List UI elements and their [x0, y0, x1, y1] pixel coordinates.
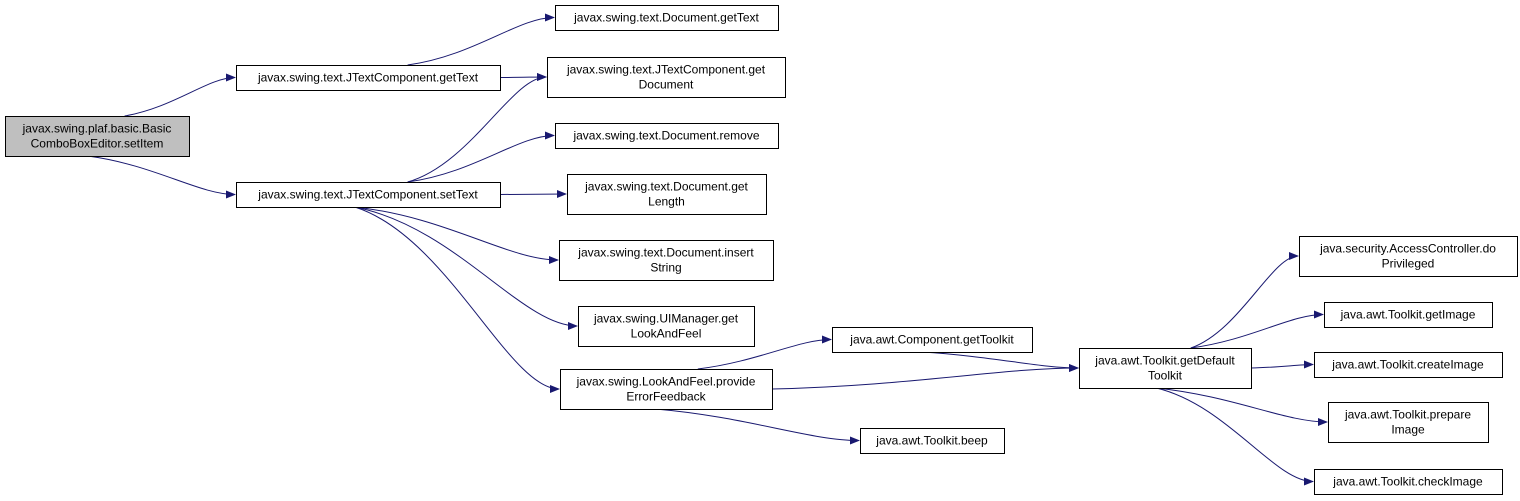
edge-jtc-settext-to-doc-getlength	[499, 190, 567, 199]
edge-jtc-settext-to-laf-error	[354, 206, 560, 393]
node-label-line: Toolkit	[1148, 369, 1183, 383]
node-box	[236, 182, 501, 208]
edge-laf-error-to-comp-gettoolkit	[697, 335, 832, 370]
node-label-line: Privileged	[1382, 257, 1435, 271]
node-label-line: java.awt.Toolkit.getImage	[1340, 308, 1476, 322]
node-label-line: javax.swing.text.JTextComponent.getText	[257, 71, 479, 85]
node-laf-error[interactable]: javax.swing.LookAndFeel.provideErrorFeed…	[560, 369, 773, 410]
node-box	[1299, 236, 1518, 277]
edge-jtc-settext-to-ui-getlaf	[354, 206, 578, 330]
node-tk-getimage[interactable]: java.awt.Toolkit.getImage	[1324, 302, 1493, 328]
node-box	[832, 327, 1033, 353]
node-box	[547, 57, 786, 98]
node-label-line: Length	[648, 195, 685, 209]
node-label-line: java.security.AccessController.do	[1319, 242, 1496, 256]
node-jtc-settext[interactable]: javax.swing.text.JTextComponent.setText	[236, 182, 501, 208]
node-box	[555, 5, 779, 31]
node-box	[236, 65, 501, 91]
edge-comp-gettoolkit-to-tk-getdefault	[921, 351, 1079, 372]
node-label-line: java.awt.Toolkit.prepare	[1344, 408, 1471, 422]
node-jtc-getdoc[interactable]: javax.swing.text.JTextComponent.getDocum…	[547, 57, 786, 98]
node-tk-createimage[interactable]: java.awt.Toolkit.createImage	[1314, 352, 1503, 378]
node-box	[555, 123, 779, 149]
edge-laf-error-to-tk-getdefault	[771, 364, 1079, 390]
node-label-line: ComboBoxEditor.setItem	[31, 137, 164, 151]
edge-tk-getdefault-to-tk-prepareimage	[1156, 387, 1328, 426]
edge-root-to-jtc-settext	[87, 155, 236, 199]
node-box	[559, 240, 774, 281]
node-label-line: java.awt.Toolkit.checkImage	[1332, 475, 1483, 489]
node-label-line: java.awt.Toolkit.getDefault	[1094, 354, 1235, 368]
edge-root-to-jtc-gettext	[124, 73, 236, 117]
edge-tk-getdefault-to-tk-createimage	[1250, 360, 1314, 369]
node-label-line: Image	[1391, 423, 1425, 437]
node-label-line: javax.swing.plaf.basic.Basic	[22, 122, 172, 136]
node-box	[5, 116, 190, 157]
node-box	[1314, 469, 1503, 495]
edge-tk-getdefault-to-tk-getimage	[1190, 310, 1324, 349]
node-root[interactable]: javax.swing.plaf.basic.BasicComboBoxEdit…	[5, 116, 190, 157]
node-label-line: javax.swing.text.JTextComponent.setText	[257, 188, 478, 202]
node-label-line: LookAndFeel	[631, 327, 702, 341]
node-tk-checkimage[interactable]: java.awt.Toolkit.checkImage	[1314, 469, 1503, 495]
node-label-line: javax.swing.UIManager.get	[593, 312, 739, 326]
node-jtc-gettext[interactable]: javax.swing.text.JTextComponent.getText	[236, 65, 501, 91]
node-label-line: String	[650, 261, 681, 275]
node-label-line: java.awt.Toolkit.beep	[875, 434, 988, 448]
node-label-line: ErrorFeedback	[626, 390, 706, 404]
edges	[87, 13, 1328, 486]
node-box	[578, 306, 755, 347]
edge-jtc-settext-to-doc-remove	[407, 131, 555, 183]
node-box	[1314, 352, 1503, 378]
node-label-line: java.awt.Component.getToolkit	[849, 333, 1014, 347]
node-label-line: javax.swing.text.Document.getText	[573, 11, 759, 25]
node-box	[1328, 402, 1489, 443]
node-comp-gettoolkit[interactable]: java.awt.Component.getToolkit	[832, 327, 1033, 353]
node-label-line: javax.swing.text.Document.get	[584, 180, 748, 194]
node-tk-beep[interactable]: java.awt.Toolkit.beep	[860, 428, 1005, 454]
edge-jtc-settext-to-doc-insert	[354, 206, 559, 264]
nodes: javax.swing.plaf.basic.BasicComboBoxEdit…	[5, 5, 1518, 495]
node-box	[567, 174, 767, 215]
node-label-line: Document	[639, 78, 694, 92]
node-doc-gettext[interactable]: javax.swing.text.Document.getText	[555, 5, 779, 31]
edge-laf-error-to-tk-beep	[655, 408, 860, 445]
node-box	[860, 428, 1005, 454]
node-label-line: javax.swing.text.Document.insert	[577, 246, 754, 260]
edge-jtc-gettext-to-jtc-getdoc	[499, 73, 547, 82]
node-label-line: javax.swing.text.JTextComponent.get	[566, 63, 766, 77]
node-label-line: javax.swing.text.Document.remove	[572, 129, 759, 143]
edge-jtc-settext-to-jtc-getdoc	[407, 73, 547, 183]
node-box	[1079, 348, 1252, 389]
edge-tk-getdefault-to-tk-checkimage	[1156, 387, 1314, 486]
node-doc-remove[interactable]: javax.swing.text.Document.remove	[555, 123, 779, 149]
node-label-line: javax.swing.LookAndFeel.provide	[576, 375, 756, 389]
node-box	[560, 369, 773, 410]
edge-jtc-gettext-to-doc-gettext	[407, 13, 555, 66]
node-box	[1324, 302, 1493, 328]
node-label-line: java.awt.Toolkit.createImage	[1331, 358, 1484, 372]
node-ac-doprivileged[interactable]: java.security.AccessController.doPrivile…	[1299, 236, 1518, 277]
edge-tk-getdefault-to-ac-doprivileged	[1190, 252, 1299, 349]
